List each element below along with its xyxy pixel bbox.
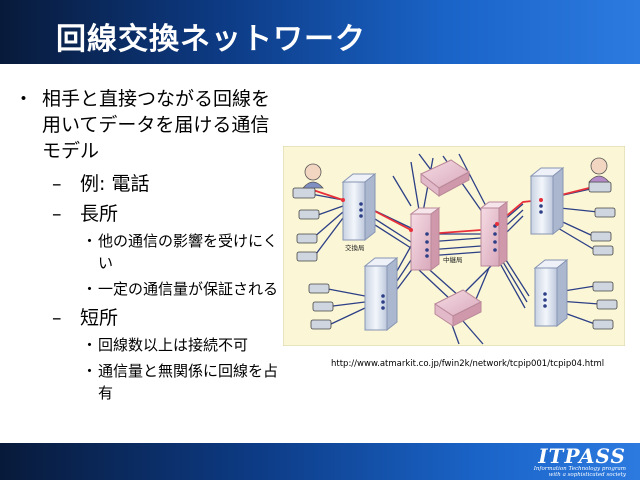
bullet-text: 長所: [80, 203, 119, 225]
port-dots: [359, 198, 547, 310]
circuit-switching-diagram: 交換局 中継局: [283, 146, 625, 346]
slide-title: 回線交換ネットワーク: [56, 22, 366, 57]
caller-person-right-icon: [588, 157, 610, 183]
relay-station-bottom: [434, 289, 482, 327]
exchange-tower-top-left: [341, 172, 377, 242]
bullet-text: 例: 電話: [80, 173, 150, 195]
dash-marker: –: [52, 173, 62, 195]
bullet-text: 回線数以上は接続不可: [98, 336, 249, 354]
dash-marker: –: [52, 203, 62, 225]
footer-bar: [0, 443, 640, 480]
exchange-tower-bottom-right: [533, 258, 569, 328]
dash-marker: –: [52, 307, 62, 329]
logo-main-text: ITPASS: [538, 444, 626, 468]
caller-person-left-icon: [302, 163, 324, 189]
dot-marker: ・: [82, 362, 98, 380]
logo-sub-text-2: with a sophisticated society: [548, 472, 626, 478]
telephone-icons: [292, 181, 618, 330]
relay-station-left: [409, 207, 441, 271]
bullet-text: 相手と直接つながる回線を用いてデータを届ける通信モデル: [42, 88, 271, 162]
relay-station-top: [420, 159, 470, 198]
exchange-label: 交換局: [345, 243, 365, 252]
dot-marker: ・: [82, 336, 98, 354]
bullet-text: 一定の通信量が保証される: [98, 280, 279, 298]
title-bar: 回線交換ネットワーク: [0, 0, 640, 64]
bullet-demerit-2: ・ 通信量と無関係に回線を占有: [14, 360, 284, 404]
bullet-merit-1: ・ 他の通信の影響を受けにくい: [14, 230, 284, 274]
dot-marker: ・: [82, 232, 98, 250]
bullet-demerit-heading: – 短所: [14, 304, 284, 332]
bullet-text: 通信量と無関係に回線を占有: [98, 362, 279, 402]
relay-label: 中継局: [443, 255, 463, 264]
bullet-merit-2: ・ 一定の通信量が保証される: [14, 278, 284, 300]
slide-content: ・ 相手と直接つながる回線を用いてデータを届ける通信モデル – 例: 電話 – …: [14, 86, 284, 408]
bullet-merit-heading: – 長所: [14, 200, 284, 228]
bullet-example: – 例: 電話: [14, 170, 284, 198]
logo-sub-text-1: Information Technology program: [533, 466, 626, 472]
bullet-text: 他の通信の影響を受けにくい: [98, 232, 278, 272]
itpass-logo: ITPASS Information Technology program wi…: [534, 446, 626, 478]
circuit-path-dots: [341, 198, 543, 232]
exchange-tower-bottom-left: [363, 256, 399, 332]
dot-marker: ・: [82, 280, 98, 298]
bullet-text: 短所: [80, 307, 119, 329]
bullet-marker: ・: [14, 88, 34, 110]
source-url-caption: http://www.atmarkit.co.jp/fwin2k/network…: [331, 359, 605, 369]
exchange-tower-top-right: [529, 166, 565, 236]
bullet-demerit-1: ・ 回線数以上は接続不可: [14, 334, 284, 356]
bullet-definition: ・ 相手と直接つながる回線を用いてデータを届ける通信モデル: [14, 86, 284, 164]
